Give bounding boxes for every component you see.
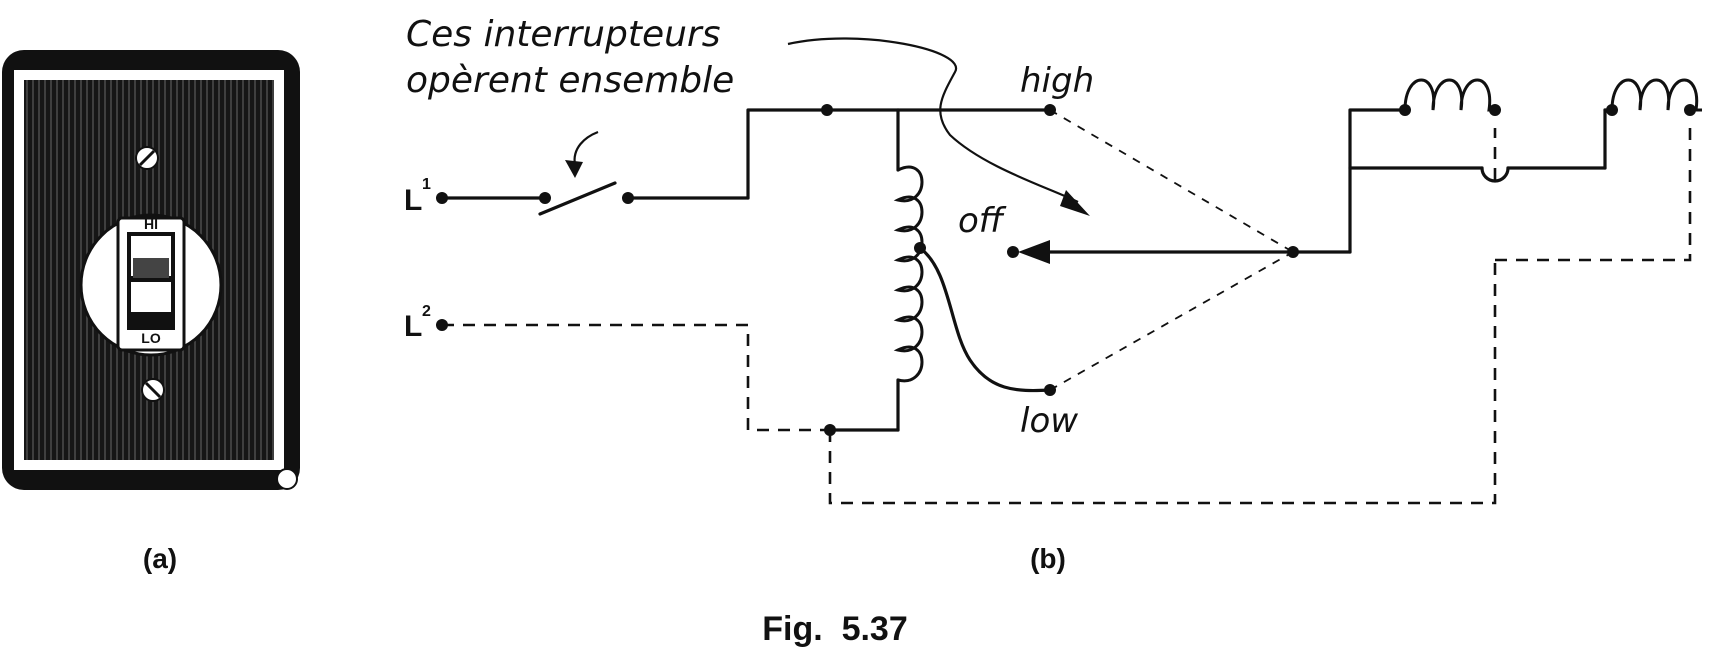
line-2-superscript: 2 [422, 303, 431, 320]
annotation-leaders [565, 37, 1090, 216]
switch-contact-right [622, 192, 634, 204]
l1-terminal [436, 192, 448, 204]
wall-switch-plate [2, 50, 300, 490]
annotation-line-2: opèrent ensemble [406, 60, 734, 101]
load-1-terminal-left [1399, 104, 1411, 116]
line-1-superscript: 1 [422, 176, 431, 193]
line-2-neutral-circuit [442, 128, 1692, 505]
selector-switch [1018, 109, 1352, 391]
load-2-terminal-right [1684, 104, 1696, 116]
line-1-switch-circuit [440, 108, 1052, 216]
load-1-terminal-right [1489, 104, 1501, 116]
switch-bottom-text: LO [141, 330, 161, 346]
position-off-label: off [958, 201, 1007, 241]
position-high-label: high [1020, 61, 1094, 101]
panel-b-label: (b) [1030, 543, 1066, 574]
figure-caption: Fig. 5.37 [762, 610, 908, 648]
line-2-letter: L [404, 310, 422, 343]
selector-pivot [1287, 246, 1299, 258]
position-low-label: low [1020, 401, 1078, 441]
switch-contact-left [539, 192, 551, 204]
tapped-coil [828, 108, 1052, 432]
junction-top [821, 104, 833, 116]
switch-top-text: HI [144, 216, 158, 232]
line-1-letter: L [404, 184, 422, 217]
load-2-terminal-left [1606, 104, 1618, 116]
l2-terminal [436, 319, 448, 331]
panel-a-label: (a) [143, 543, 177, 574]
off-terminal [1007, 246, 1019, 258]
annotation-line-1: Ces interrupteurs [406, 14, 720, 55]
coil-tap [914, 242, 926, 254]
